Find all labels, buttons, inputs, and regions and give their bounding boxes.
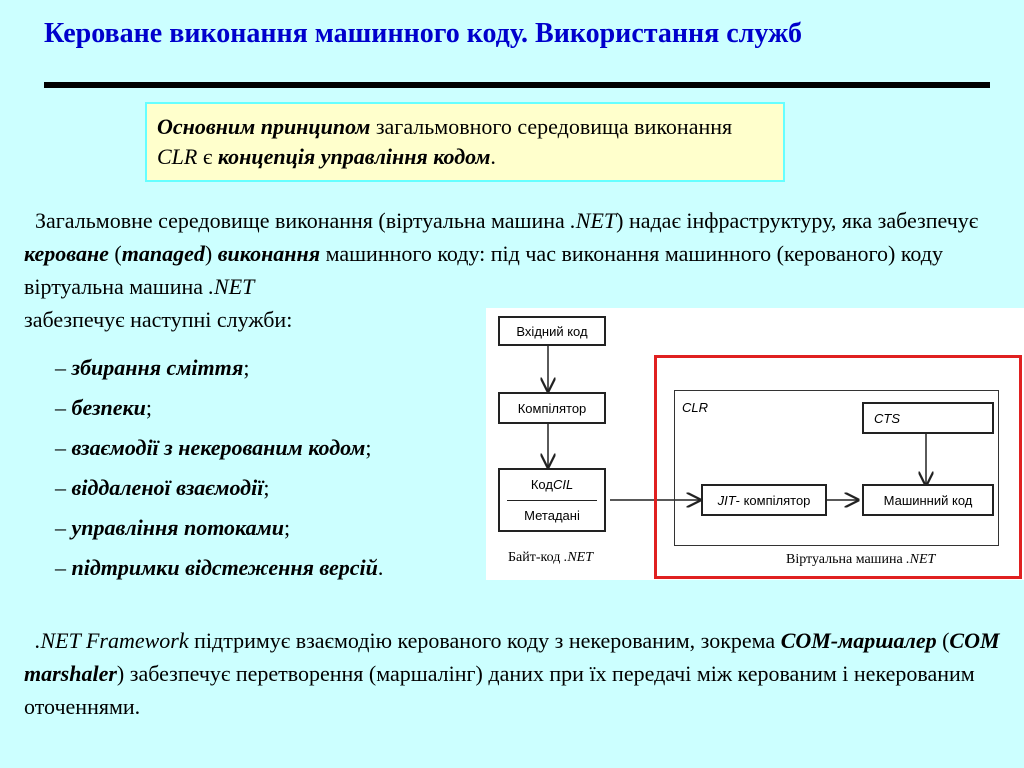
cil-divider [507,499,597,501]
cil-label: Код CIL [531,470,573,500]
list-item: – підтримки відстеження версій. [55,548,383,588]
cil-prefix: Код [530,477,553,493]
principle-callout: Основним принципом загальмовного середов… [145,102,785,182]
bytecode-net: .NET [563,550,594,565]
outro-text: ) забезпечує перетворення (маршалінг) да… [24,661,975,719]
service-name: підтримки відстеження версій [71,555,378,580]
list-end: ; [243,355,250,380]
vm-frame [654,355,1022,579]
vm-label: Віртуальна машина .NET [786,552,935,568]
intro-text: машинного коду: під час виконання машинн… [24,241,943,299]
outro-com-en: COM marshaler [24,628,1000,686]
clr-diagram: Вхідний код Компілятор Код CIL Метадані … [486,308,1024,580]
intro-managed: кероване [24,241,109,266]
jit-name: JIT [717,492,736,508]
intro-net: .NET [570,208,617,233]
service-name: збирання сміття [71,355,244,380]
metadata-label: Метадані [524,507,580,523]
machine-code-box: Машинний код [862,484,994,516]
list-item: – збирання сміття; [55,348,383,388]
intro-text: ) [204,241,218,266]
cil-name: CIL [552,477,574,493]
list-item: – взаємодії з некерованим кодом; [55,428,383,468]
intro-text: забезпечує наступні служби: [24,307,293,332]
list-end: ; [145,395,153,420]
service-name: управління потоками [71,515,284,540]
service-name: взаємодії з некерованим кодом [71,435,366,460]
list-dash: – [55,555,72,580]
slide-title: Кероване виконання машинного коду. Викор… [44,18,802,49]
callout-concept: концепція управління кодом [217,144,491,169]
intro-text: Загальмовне середовище виконання (віртуа… [35,208,571,233]
intro-net: .NET [208,274,255,299]
bytecode-prefix: Байт-код [508,550,564,565]
list-dash: – [55,395,72,420]
intro-paragraph: Загальмовне середовище виконання (віртуа… [24,204,1014,336]
cil-box: Код CIL Метадані [498,468,606,532]
compiler-box: Компілятор [498,392,606,424]
outro-com: COM-маршалер [780,628,937,653]
list-end: ; [283,515,291,540]
list-item: – безпеки; [55,388,383,428]
list-end: . [377,555,384,580]
callout-text: загальмовного середовища виконання [370,114,733,139]
clr-frame [674,390,999,546]
cts-box: CTS [862,402,994,434]
services-list: – збирання сміття; – безпеки; – взаємоді… [55,348,383,588]
vm-prefix: Віртуальна машина [786,552,907,567]
intro-managed-en: managed [121,241,205,266]
outro-paragraph: .NET Framework підтримує взаємодію керов… [24,624,1014,723]
source-code-box: Вхідний код [498,316,606,346]
jit-suffix: - компілятор [735,492,811,508]
service-name: віддаленої взаємодії [71,475,264,500]
list-item: – управління потоками; [55,508,383,548]
clr-label: CLR [682,400,709,415]
intro-text: ( [108,241,122,266]
intro-exec: виконання [217,241,321,266]
outro-text: ( [936,628,950,653]
list-end: ; [263,475,270,500]
title-divider [44,82,990,88]
callout-clr: CLR [157,144,198,169]
list-dash: – [55,475,72,500]
list-end: ; [365,435,372,460]
callout-strong: Основним принципом [157,114,371,139]
list-dash: – [55,515,72,540]
outro-text: підтримує взаємодію керованого коду з не… [188,628,781,653]
intro-text: ) надає інфраструктуру, яка забезпечує [616,208,979,233]
list-item: – віддаленої взаємодії; [55,468,383,508]
callout-text: . [490,144,496,169]
jit-box: JIT- компілятор [701,484,827,516]
service-name: безпеки [71,395,146,420]
list-dash: – [55,355,72,380]
bytecode-label: Байт-код .NET [508,550,593,566]
outro-net: .NET Framework [35,628,189,653]
callout-text: є [197,144,218,169]
list-dash: – [55,435,72,460]
vm-net: .NET [906,552,936,567]
